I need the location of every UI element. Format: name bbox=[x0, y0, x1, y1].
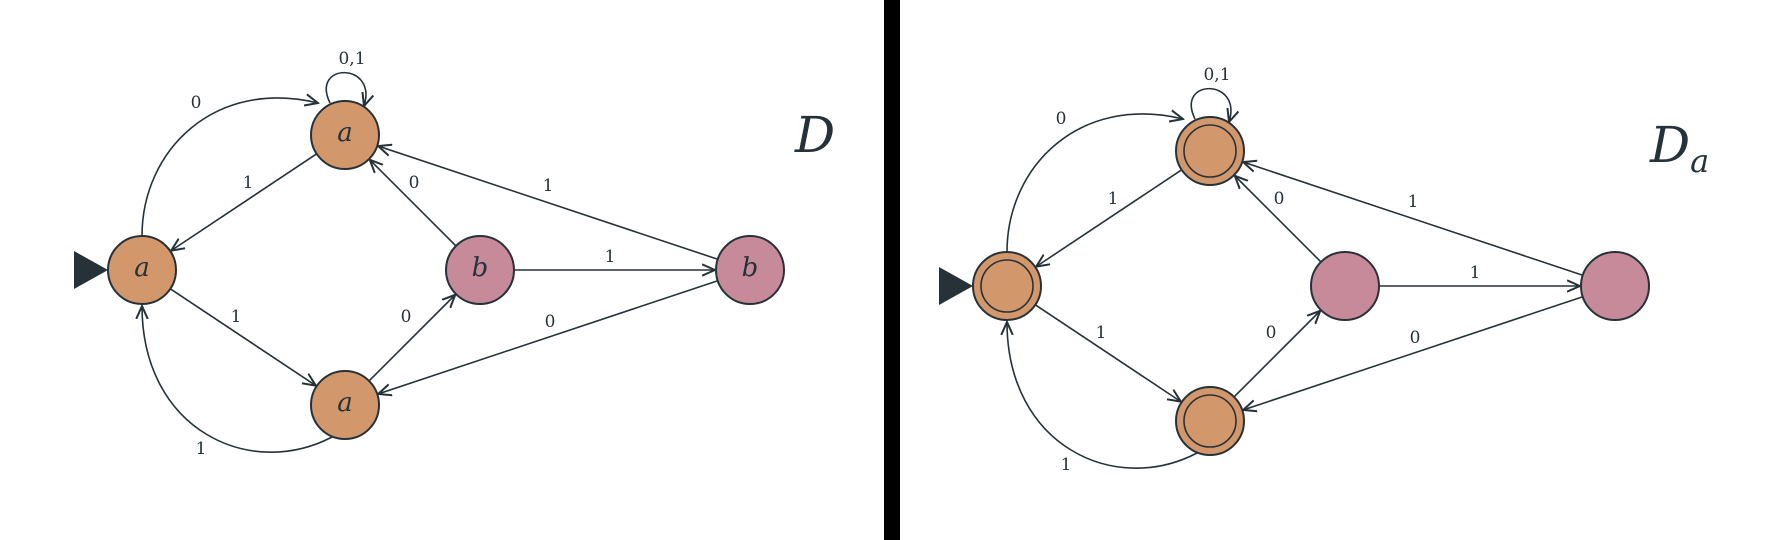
state-circle bbox=[310, 370, 380, 440]
state-q1 bbox=[1175, 116, 1245, 186]
state-circle bbox=[445, 235, 515, 305]
transition-q2-q3 bbox=[368, 295, 455, 382]
transition-q2-q0 bbox=[142, 306, 333, 453]
state-q1: a bbox=[310, 100, 380, 170]
start-arrow-icon bbox=[74, 251, 108, 289]
transition-label: 0 bbox=[1410, 328, 1421, 348]
transition-q1-q1 bbox=[1190, 87, 1231, 122]
transition-label: 1 bbox=[1470, 263, 1481, 283]
state-circle bbox=[972, 251, 1042, 321]
state-label: b bbox=[472, 253, 489, 283]
transition-label: 1 bbox=[1096, 323, 1107, 343]
state-q2: a bbox=[310, 370, 380, 440]
panel-divider bbox=[884, 0, 900, 540]
transition-q4-q2 bbox=[1243, 295, 1583, 410]
accepting-ring bbox=[1183, 394, 1237, 448]
transition-label: 1 bbox=[243, 173, 254, 193]
transition-label: 1 bbox=[196, 439, 207, 459]
start-arrow-icon bbox=[939, 267, 973, 305]
automaton-title: D bbox=[794, 106, 835, 164]
transition-label: 0 bbox=[409, 173, 420, 193]
transition-q1-q0 bbox=[1036, 169, 1183, 267]
title-main: D bbox=[794, 106, 835, 164]
transition-q3-q1 bbox=[370, 160, 457, 247]
state-q0 bbox=[972, 251, 1042, 321]
transition-q0-q1 bbox=[1006, 114, 1183, 253]
state-circle bbox=[310, 100, 380, 170]
state-q4 bbox=[1580, 251, 1650, 321]
transition-q0-q1 bbox=[141, 98, 318, 237]
transition-q0-q2 bbox=[169, 288, 316, 386]
state-q2 bbox=[1175, 386, 1245, 456]
transition-label: 0 bbox=[191, 93, 202, 113]
transition-label: 0,1 bbox=[1203, 65, 1230, 85]
transition-q4-q1 bbox=[378, 146, 718, 261]
transition-q2-q0 bbox=[1007, 322, 1198, 469]
state-label: a bbox=[134, 253, 150, 283]
dfa-graph-0: 0 0,1 1 0 1 1 1 0 0 1 a a a b b bbox=[74, 49, 785, 459]
state-circle bbox=[1310, 251, 1380, 321]
transition-label: 0,1 bbox=[338, 49, 365, 69]
state-q4: b bbox=[715, 235, 785, 305]
state-circle bbox=[107, 235, 177, 305]
transition-label: 0 bbox=[401, 307, 412, 327]
state-circle bbox=[1175, 386, 1245, 456]
state-circle bbox=[1175, 116, 1245, 186]
transition-q1-q1 bbox=[325, 71, 366, 106]
transition-label: 1 bbox=[605, 247, 616, 267]
dfa-graph-1: 0 0,1 1 0 1 1 1 0 0 1 bbox=[939, 65, 1650, 475]
transition-q3-q1 bbox=[1235, 176, 1322, 263]
state-q3: b bbox=[445, 235, 515, 305]
transition-label: 0 bbox=[545, 312, 556, 332]
title-subscript: a bbox=[1690, 142, 1709, 180]
accepting-ring bbox=[1183, 124, 1237, 178]
transition-q1-q0 bbox=[171, 153, 318, 251]
transition-label: 1 bbox=[1061, 455, 1072, 475]
transition-label: 0 bbox=[1266, 323, 1277, 343]
title-main: D bbox=[1649, 116, 1690, 174]
state-q0: a bbox=[107, 235, 177, 305]
transition-q4-q1 bbox=[1243, 162, 1583, 277]
state-label: b bbox=[742, 253, 759, 283]
state-circle bbox=[1580, 251, 1650, 321]
automaton-title: Da bbox=[1649, 116, 1709, 180]
transition-label: 1 bbox=[543, 176, 554, 196]
state-circle bbox=[715, 235, 785, 305]
transition-q2-q3 bbox=[1233, 311, 1320, 398]
state-q3 bbox=[1310, 251, 1380, 321]
state-label: a bbox=[337, 118, 353, 148]
transition-label: 1 bbox=[1108, 189, 1119, 209]
transition-q0-q2 bbox=[1034, 304, 1181, 402]
transition-label: 0 bbox=[1056, 109, 1067, 129]
transition-label: 0 bbox=[1274, 189, 1285, 209]
accepting-ring bbox=[980, 259, 1034, 313]
transition-q4-q2 bbox=[378, 279, 718, 394]
transition-label: 1 bbox=[231, 307, 242, 327]
state-label: a bbox=[337, 388, 353, 418]
transition-label: 1 bbox=[1408, 192, 1419, 212]
